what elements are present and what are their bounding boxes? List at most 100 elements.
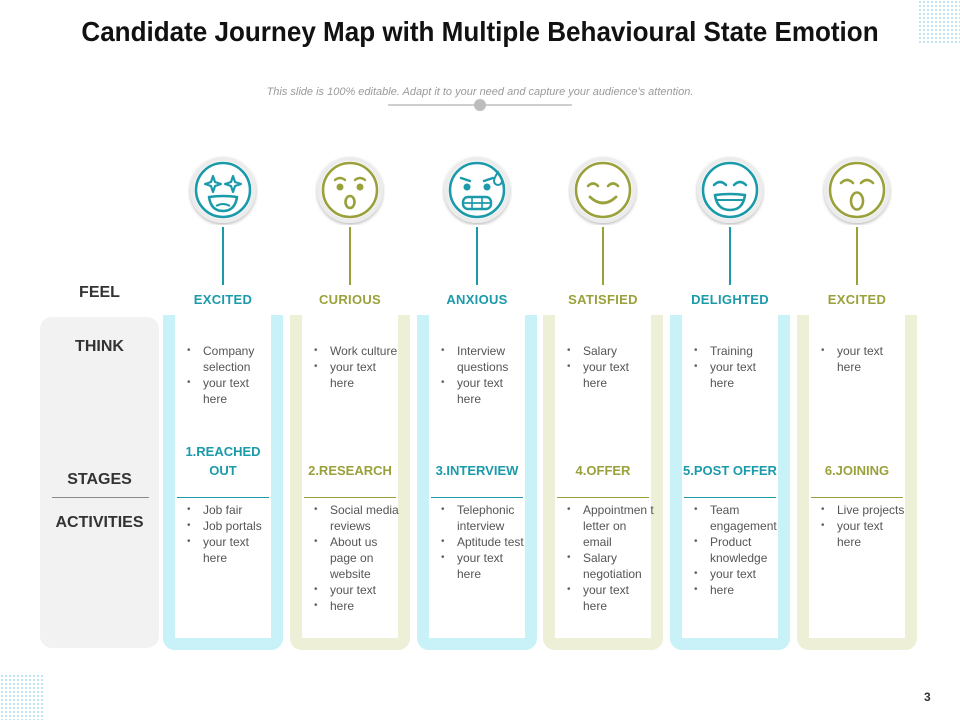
stage-label-wrap: 1.REACHED OUT — [175, 428, 271, 488]
activity-item: your text here — [182, 534, 274, 566]
think-item: your text here — [309, 359, 401, 391]
stage-card: Company selectionyour text here1.REACHED… — [163, 315, 283, 650]
activities-list: Job fairJob portalsyour text here — [182, 502, 274, 566]
activity-item: Telephonic interview — [436, 502, 528, 534]
row-label-activities: ACTIVITIES — [55, 514, 144, 531]
dot-pattern-top-right — [918, 0, 960, 44]
stage-card: Work cultureyour text here2.RESEARCHSoci… — [290, 315, 410, 650]
row-label-stages: STAGES — [67, 471, 132, 488]
emotion-connector — [729, 227, 731, 285]
excited-face-icon — [822, 155, 892, 225]
delighted-face-icon — [695, 155, 765, 225]
activities-list: Team engagementProduct knowledgeyour tex… — [689, 502, 781, 598]
anxious-face-icon — [442, 155, 512, 225]
think-list: Trainingyour text here — [689, 343, 781, 391]
stage-divider — [811, 497, 903, 498]
stage-label: 6.JOINING — [824, 463, 890, 478]
activities-list: Live projectsyour text here — [816, 502, 908, 550]
think-item: Salary — [562, 343, 654, 359]
think-item: Training — [689, 343, 781, 359]
activity-item: Aptitude test — [436, 534, 528, 550]
emotion-label: EXCITED — [827, 292, 887, 307]
think-list: Company selectionyour text here — [182, 343, 274, 407]
activity-item: your text here — [562, 582, 654, 614]
row-label-think: THINK — [75, 338, 124, 355]
emotion-connector — [349, 227, 351, 285]
emotion-label: CURIOUS — [318, 292, 382, 307]
activity-item: Salary negotiation — [562, 550, 654, 582]
activity-item: here — [309, 598, 401, 614]
activities-list: Appointmen t letter on emailSalary negot… — [562, 502, 654, 614]
slide-title: Candidate Journey Map with Multiple Beha… — [81, 16, 879, 47]
emotion-label: ANXIOUS — [446, 292, 508, 307]
curious-face-icon — [315, 155, 385, 225]
stage-card: Interview questionsyour text here3.INTER… — [417, 315, 537, 650]
activity-item: your text — [689, 566, 781, 582]
satisfied-face-icon — [568, 155, 638, 225]
activity-item: your text here — [436, 550, 528, 582]
stage-label-wrap: 4.OFFER — [555, 428, 651, 488]
activity-item: Social media reviews — [309, 502, 401, 534]
activity-item: your text here — [816, 518, 908, 550]
activity-item: Live projects — [816, 502, 908, 518]
star-eyes-face-icon — [188, 155, 258, 225]
stage-divider — [304, 497, 396, 498]
emotion-connector — [222, 227, 224, 285]
stage-divider — [557, 497, 649, 498]
activity-item: About us page on website — [309, 534, 401, 582]
stage-label-wrap: 6.JOINING — [809, 428, 905, 488]
think-list: Interview questionsyour text here — [436, 343, 528, 407]
think-item: your text here — [816, 343, 908, 375]
stage-divider — [684, 497, 776, 498]
emotion-connector — [602, 227, 604, 285]
journey-column-1: EXCITEDCompany selectionyour text here1.… — [163, 155, 283, 650]
activities-list: Social media reviewsAbout us page on web… — [309, 502, 401, 614]
activity-item: here — [689, 582, 781, 598]
think-list: Work cultureyour text here — [309, 343, 401, 391]
stage-label: 4.OFFER — [575, 463, 631, 478]
stage-divider — [431, 497, 523, 498]
journey-column-6: EXCITED your text here 6.JOINING Live proje… — [797, 155, 917, 650]
page-number: 3 — [924, 690, 931, 704]
stage-label: 5.POST OFFER — [683, 463, 777, 478]
stage-label-wrap: 5.POST OFFER — [682, 428, 778, 488]
think-item: your text here — [182, 375, 274, 407]
think-item: your text here — [689, 359, 781, 391]
stage-label: 3.INTERVIEW — [435, 463, 519, 478]
emotion-connector — [476, 227, 478, 285]
activity-item: Appointmen t letter on email — [562, 502, 654, 550]
row-label-divider — [52, 497, 149, 498]
activity-item: your text — [309, 582, 401, 598]
row-label-panel — [40, 317, 159, 648]
stage-divider — [177, 497, 269, 498]
activity-item: Job portals — [182, 518, 274, 534]
activity-item: Job fair — [182, 502, 274, 518]
stage-label: 1.REACHED OUT — [185, 444, 261, 478]
activity-item: Product knowledge — [689, 534, 781, 566]
activity-item: Team engagement — [689, 502, 781, 534]
think-item: your text here — [436, 375, 528, 407]
dot-pattern-bottom-left — [0, 674, 44, 720]
think-list: your text here — [816, 343, 908, 375]
think-list: Salaryyour text here — [562, 343, 654, 391]
row-label-feel: FEEL — [79, 284, 120, 301]
think-item: Company selection — [182, 343, 274, 375]
think-item: your text here — [562, 359, 654, 391]
journey-column-3: ANXIOUSInterview questionsyour text here… — [417, 155, 537, 650]
journey-column-4: SATISFIEDSalaryyour text here4.OFFERAppo… — [543, 155, 663, 650]
stage-label-wrap: 3.INTERVIEW — [429, 428, 525, 488]
think-item: Interview questions — [436, 343, 528, 375]
stage-label-wrap: 2.RESEARCH — [302, 428, 398, 488]
emotion-label: SATISFIED — [568, 292, 638, 307]
subtitle-divider-knob — [474, 99, 486, 111]
stage-label: 2.RESEARCH — [308, 463, 392, 478]
emotion-connector — [856, 227, 858, 285]
think-item: Work culture — [309, 343, 401, 359]
emotion-label: DELIGHTED — [691, 292, 769, 307]
journey-column-2: CURIOUSWork cultureyour text here2.RESEA… — [290, 155, 410, 650]
emotion-label: EXCITED — [193, 292, 253, 307]
